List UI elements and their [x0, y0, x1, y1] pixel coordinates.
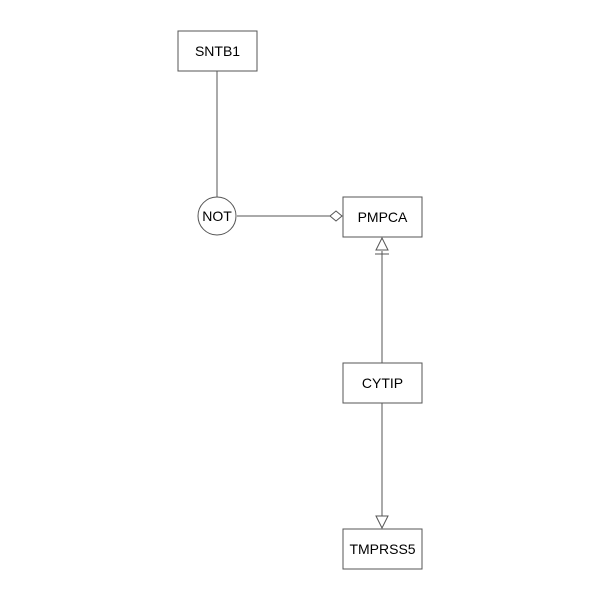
- node-tmprss5[interactable]: TMPRSS5: [342, 528, 423, 570]
- node-cytip-label: CYTIP: [362, 375, 403, 391]
- node-tmprss5-label: TMPRSS5: [349, 541, 415, 557]
- node-pmpca-label: PMPCA: [358, 209, 408, 225]
- node-sntb1-label: SNTB1: [195, 43, 240, 59]
- diamond-arrowhead-icon: [329, 210, 343, 222]
- node-sntb1-box: [177, 30, 258, 72]
- open-triangle-arrowhead-icon: [375, 515, 389, 530]
- node-not-gate[interactable]: NOT: [197, 196, 237, 236]
- node-sntb1[interactable]: SNTB1: [177, 30, 258, 72]
- node-not-circle: [197, 196, 237, 236]
- open-triangle-arrowhead-icon: [375, 236, 389, 251]
- node-pmpca-box: [342, 196, 423, 238]
- node-tmprss5-box: [342, 528, 423, 570]
- node-cytip-box: [342, 362, 423, 404]
- node-not-label: NOT: [202, 208, 232, 224]
- node-pmpca[interactable]: PMPCA: [342, 196, 423, 238]
- node-cytip[interactable]: CYTIP: [342, 362, 423, 404]
